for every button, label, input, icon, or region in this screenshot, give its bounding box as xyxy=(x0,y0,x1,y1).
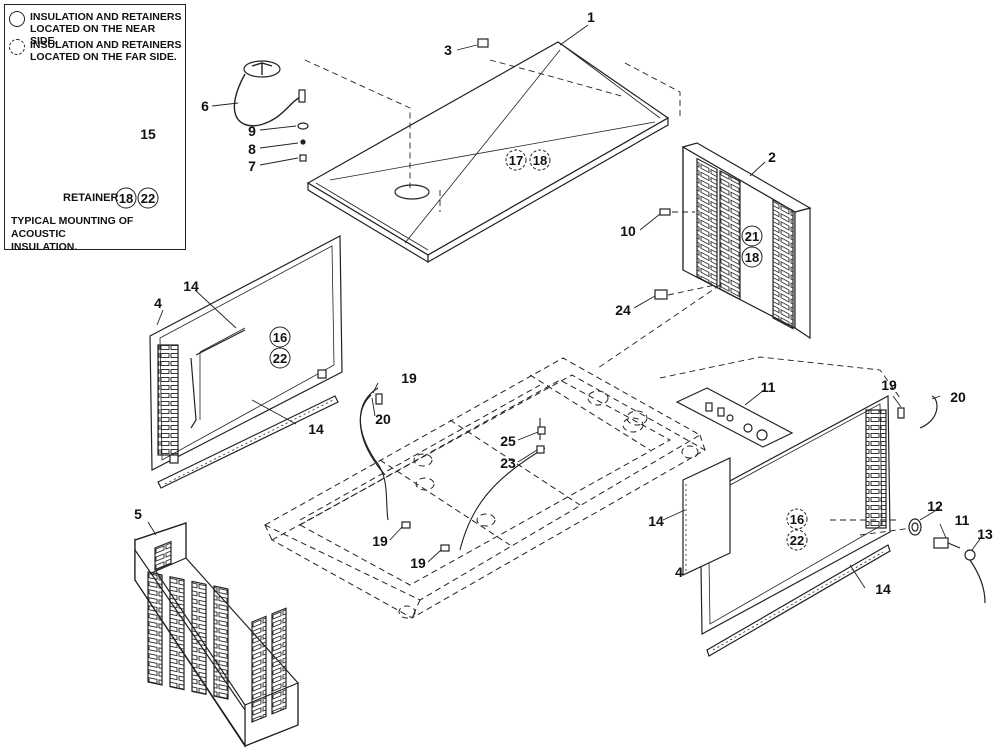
ref-right-side-16: 16 xyxy=(790,512,804,527)
inset-labels: 15 18 22 xyxy=(115,126,159,209)
callout-19-base-center: 19 xyxy=(410,555,426,571)
ref-top-cover-17: 17 xyxy=(509,153,523,168)
callout-6: 6 xyxy=(201,98,209,114)
screw-23 xyxy=(536,445,545,454)
callout-8: 8 xyxy=(248,141,256,157)
ref-back-panel-18: 18 xyxy=(745,250,759,265)
ref-circle-back-panel-18 xyxy=(741,246,763,268)
base-pan xyxy=(263,357,707,619)
dashed-circle-symbol xyxy=(9,39,25,55)
callout-25: 25 xyxy=(500,433,516,449)
ref-left-side-16: 16 xyxy=(273,330,287,345)
insulation-retainer-strip-lower-left xyxy=(157,395,339,489)
solid-circle-symbol xyxy=(9,11,25,27)
callout-20-right: 20 xyxy=(950,389,966,405)
callout-15: 15 xyxy=(140,126,156,142)
antenna-assembly xyxy=(233,60,306,127)
retainer-label: RETAINER xyxy=(63,192,119,204)
callout-9: 9 xyxy=(248,123,256,139)
connector-11 xyxy=(933,537,961,549)
left-side-panel xyxy=(149,235,343,471)
callout-4-left: 4 xyxy=(154,295,162,311)
callout-leaders xyxy=(147,24,981,589)
ref-circle-right-side-22 xyxy=(786,529,808,551)
front-louvered-grille xyxy=(134,522,299,748)
callout-1: 1 xyxy=(587,9,595,25)
bracket-24 xyxy=(654,289,668,300)
legend-far-side: INSULATION AND RETAINERS LOCATED ON THE … xyxy=(9,39,181,63)
callout-12: 12 xyxy=(927,498,943,514)
control-plate xyxy=(675,387,794,448)
retainer-ref-circle-22 xyxy=(137,187,159,209)
hardware-stack-7-8-9 xyxy=(297,122,309,162)
top-cover-leader-lines xyxy=(304,59,681,212)
callout-23: 23 xyxy=(500,455,516,471)
screw-25 xyxy=(537,426,546,435)
ref-right-side-22: 22 xyxy=(790,533,804,548)
callout-19-right: 19 xyxy=(881,377,897,393)
callout-14-right-upper: 14 xyxy=(648,513,664,529)
ref-circle-right-side-16 xyxy=(786,508,808,530)
wire-harness-20-right xyxy=(919,395,938,429)
legend-far-side-text: INSULATION AND RETAINERS LOCATED ON THE … xyxy=(30,39,182,63)
callout-11-plate: 11 xyxy=(761,379,776,395)
callout-19-upper-left: 19 xyxy=(401,370,417,386)
callout-24: 24 xyxy=(615,302,631,318)
retainer-ref-circle-18 xyxy=(115,187,137,209)
callout-14-left-upper: 14 xyxy=(183,278,199,294)
callout-19-base-left: 19 xyxy=(372,533,388,549)
callout-3: 3 xyxy=(444,42,452,58)
insulation-retainer-strip-right xyxy=(682,457,891,657)
callout-20-left: 20 xyxy=(375,411,391,427)
right-panel-leader-lines xyxy=(597,211,721,369)
ref-circle-back-panel-21 xyxy=(741,225,763,247)
ref-left-side-22: 22 xyxy=(273,351,287,366)
sensor-13 xyxy=(964,549,986,604)
ref-circle-left-side-22 xyxy=(269,347,291,369)
legend-near-side: INSULATION AND RETAINERS LOCATED ON THE … xyxy=(9,11,185,47)
ref-back-panel-21: 21 xyxy=(745,229,759,244)
screw-10 xyxy=(659,208,671,216)
retainer-ref-18: 18 xyxy=(119,191,133,206)
screw-19-upper-left xyxy=(375,393,383,405)
legend-near-side-text: INSULATION AND RETAINERS LOCATED ON THE … xyxy=(30,11,182,47)
callout-11-connector: 11 xyxy=(955,512,970,528)
callout-4-right: 4 xyxy=(675,564,683,580)
insulation-legend-inset: INSULATION AND RETAINERS LOCATED ON THE … xyxy=(4,4,186,253)
inset-caption: TYPICAL MOUNTING OF ACOUSTIC INSULATION. xyxy=(11,215,134,253)
retainer-ref-22: 22 xyxy=(141,191,155,206)
right-side-panel xyxy=(699,395,891,636)
callout-5: 5 xyxy=(134,506,142,522)
back-louvered-panel xyxy=(681,142,812,340)
callout-14-right-lower: 14 xyxy=(875,581,891,597)
screw-3 xyxy=(477,38,489,48)
cover-hole xyxy=(394,184,430,200)
wire-harness-20-left xyxy=(359,394,386,476)
callout-7: 7 xyxy=(248,158,256,174)
right-panel-connectors xyxy=(659,356,913,536)
screw-19-base-left xyxy=(401,521,411,529)
callout-14-left-lower: 14 xyxy=(308,421,324,437)
grommet-12 xyxy=(908,518,922,536)
ref-circle-top-cover-18 xyxy=(529,149,551,171)
callout-13: 13 xyxy=(977,526,993,542)
top-cover-panel xyxy=(306,41,670,264)
screw-19-right xyxy=(897,407,905,419)
ref-circle-left-side-16 xyxy=(269,326,291,348)
ref-top-cover-18: 18 xyxy=(533,153,547,168)
callout-10: 10 xyxy=(620,223,636,239)
screw-19-base-center xyxy=(440,544,450,552)
callout-2: 2 xyxy=(768,149,776,165)
ref-circle-top-cover-17 xyxy=(505,149,527,171)
